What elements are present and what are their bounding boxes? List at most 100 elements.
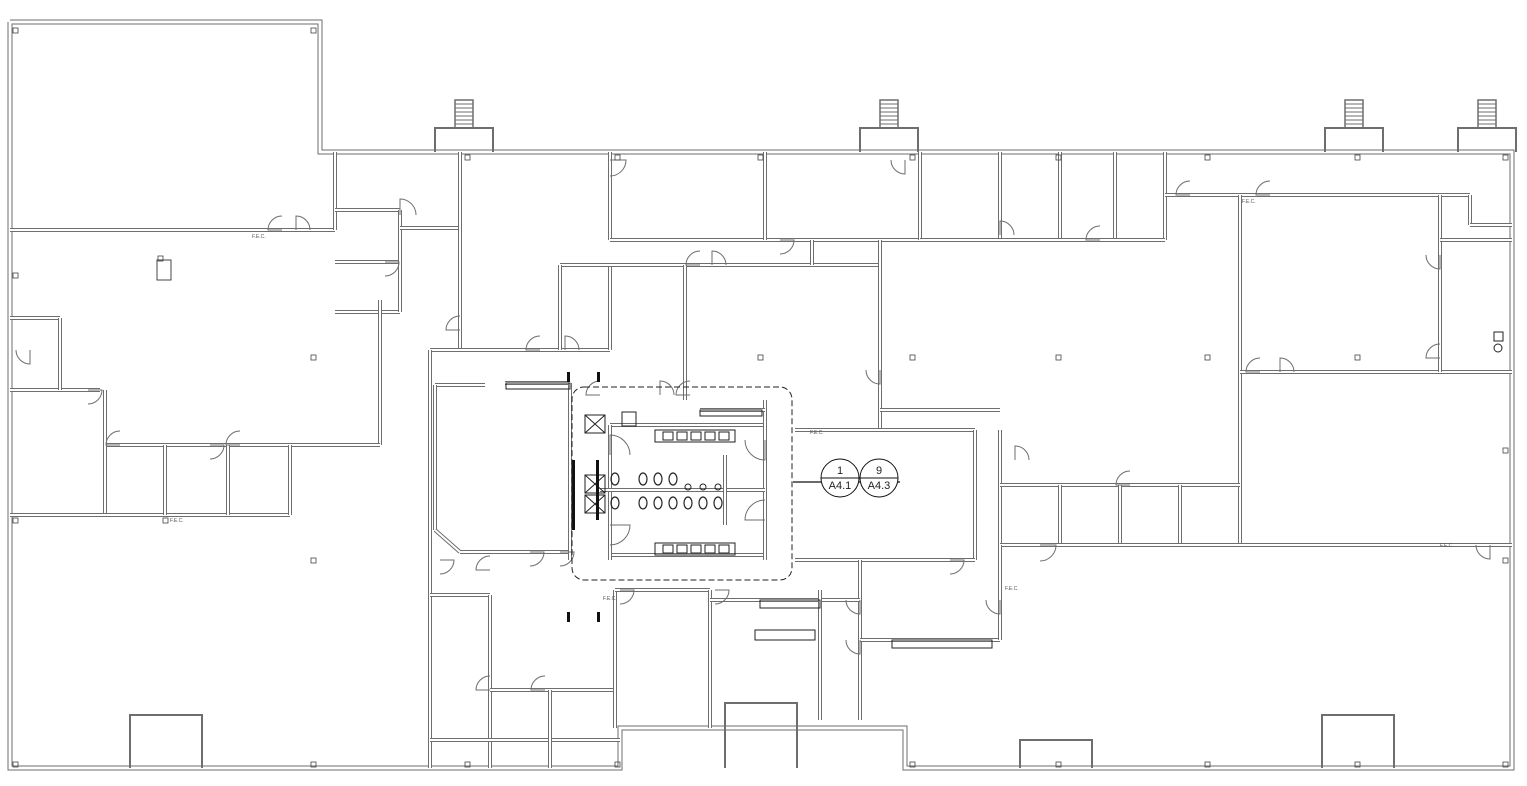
entry-vestibule <box>1019 739 1093 768</box>
fire-extinguisher-label: F.E.C. <box>1005 586 1019 592</box>
door-swing <box>1014 445 1030 461</box>
door-swing <box>1425 343 1441 359</box>
section-marker-1[interactable]: 1 A4.1 <box>820 458 860 498</box>
doors <box>15 159 1491 691</box>
column-marker <box>1204 154 1211 161</box>
entry-vestibule <box>724 702 798 768</box>
door-swing <box>87 389 103 405</box>
door-swing <box>585 380 601 396</box>
toilet <box>638 496 648 510</box>
door-swing <box>865 369 881 385</box>
column-marker <box>310 27 317 34</box>
toilet <box>668 472 678 486</box>
entry-vestibule <box>1321 714 1395 768</box>
walls <box>7 19 1515 771</box>
door-swing <box>1255 180 1271 196</box>
fire-extinguisher-label: F.E.C. <box>810 430 824 436</box>
column-marker <box>1055 354 1062 361</box>
door-swing <box>711 250 727 266</box>
column-marker <box>757 154 764 161</box>
column <box>567 612 570 622</box>
shaft-x <box>584 414 606 434</box>
door-swing <box>439 559 455 575</box>
column-marker <box>1354 761 1361 768</box>
sink <box>690 544 702 554</box>
equipment <box>156 259 172 281</box>
column-marker <box>1354 354 1361 361</box>
fire-extinguisher-label: F.E.C. <box>170 518 184 524</box>
column <box>597 612 600 622</box>
column-marker <box>12 761 19 768</box>
door-swing <box>949 559 965 575</box>
door-swing <box>999 220 1015 236</box>
door-swing <box>209 444 225 460</box>
toilet <box>610 496 620 510</box>
door-swing <box>559 551 575 567</box>
column-marker <box>157 255 164 262</box>
sink <box>690 431 702 441</box>
toilet <box>653 472 663 486</box>
column-marker <box>909 354 916 361</box>
toilet <box>668 496 678 510</box>
sink-counter <box>654 542 736 556</box>
door-swing <box>475 675 491 691</box>
toilet <box>653 496 663 510</box>
column-marker <box>464 154 471 161</box>
sink <box>718 431 730 441</box>
door-swing <box>985 599 1001 615</box>
section-number: 1 <box>837 465 843 477</box>
shaft <box>584 474 606 494</box>
stairs <box>129 99 1517 768</box>
door-swing <box>609 524 631 546</box>
door-swing <box>15 349 31 365</box>
door-swing <box>475 555 491 571</box>
column-marker <box>1502 447 1509 454</box>
casework <box>699 409 763 417</box>
core-dashed-outline <box>571 386 793 581</box>
column-marker <box>310 557 317 564</box>
toilet <box>683 496 693 510</box>
toilet <box>713 496 723 510</box>
sink <box>676 431 688 441</box>
casework <box>891 639 993 649</box>
column-marker <box>310 354 317 361</box>
sink <box>676 544 688 554</box>
shaft-x <box>584 494 606 514</box>
fire-extinguisher-label: F.E.C. <box>1440 543 1454 549</box>
column <box>597 372 600 382</box>
door-swing <box>295 215 311 231</box>
fire-extinguisher-label: F.E.C. <box>603 596 617 602</box>
section-marker-9[interactable]: 9 A4.3 <box>859 458 899 498</box>
door-swing <box>744 499 766 521</box>
column-marker <box>12 517 19 524</box>
door-swing <box>1115 470 1131 486</box>
door-swing <box>1425 254 1441 270</box>
door-swing <box>1475 544 1491 560</box>
column <box>567 372 570 382</box>
door-swing <box>267 215 283 231</box>
shaft-x <box>584 474 606 494</box>
column-marker <box>757 354 764 361</box>
column-marker <box>1204 354 1211 361</box>
column-marker <box>162 517 169 524</box>
door-swing <box>619 589 635 605</box>
fire-extinguisher-label: F.E.C. <box>252 234 266 240</box>
column-marker <box>12 272 19 279</box>
column-marker <box>1204 761 1211 768</box>
casework <box>759 599 821 609</box>
door-swing <box>675 380 691 396</box>
wall-core <box>8 20 1514 770</box>
urinal <box>714 483 722 491</box>
toilet <box>638 472 648 486</box>
door-swing <box>225 430 241 446</box>
toilet <box>698 496 708 510</box>
sink <box>704 431 716 441</box>
door-swing <box>609 159 627 177</box>
entry-vestibule <box>859 127 919 152</box>
door-swing <box>779 239 795 255</box>
casework <box>754 629 816 641</box>
door-swing <box>845 639 861 655</box>
entry-vestibule <box>434 127 494 152</box>
entry-vestibule <box>1457 127 1517 152</box>
